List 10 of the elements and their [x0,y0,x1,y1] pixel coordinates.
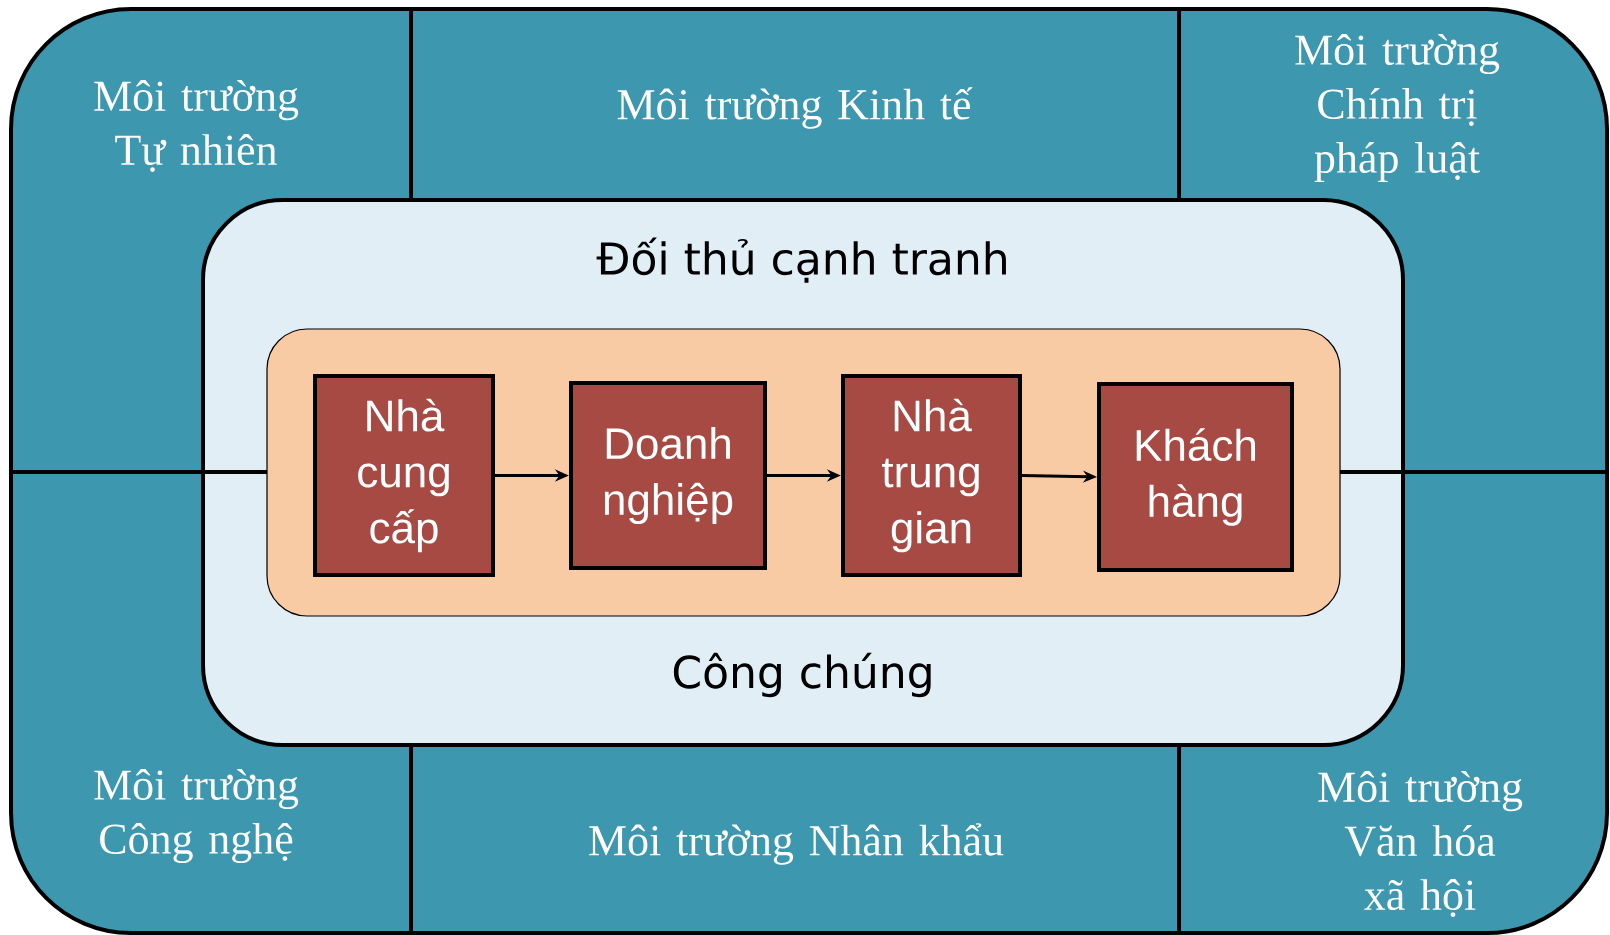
process-box: Khách hàng [1097,382,1294,572]
process-box: Nhà cung cấp [313,374,495,577]
region-label: Môi trường Chính trị pháp luật [1295,34,1500,182]
region-label: Môi trường Văn hóa xã hội [1318,771,1523,917]
process-box: Nhà trung gian [841,374,1022,577]
region-label: Môi trường Nhân khẩu [589,823,1004,865]
process-box: Doanh nghiệp [569,381,767,570]
region-label: Môi trường Kinh tế [617,87,973,129]
region-label: Môi trường Tự nhiên [94,80,299,172]
region-label: Môi trường Công nghệ [94,768,299,864]
